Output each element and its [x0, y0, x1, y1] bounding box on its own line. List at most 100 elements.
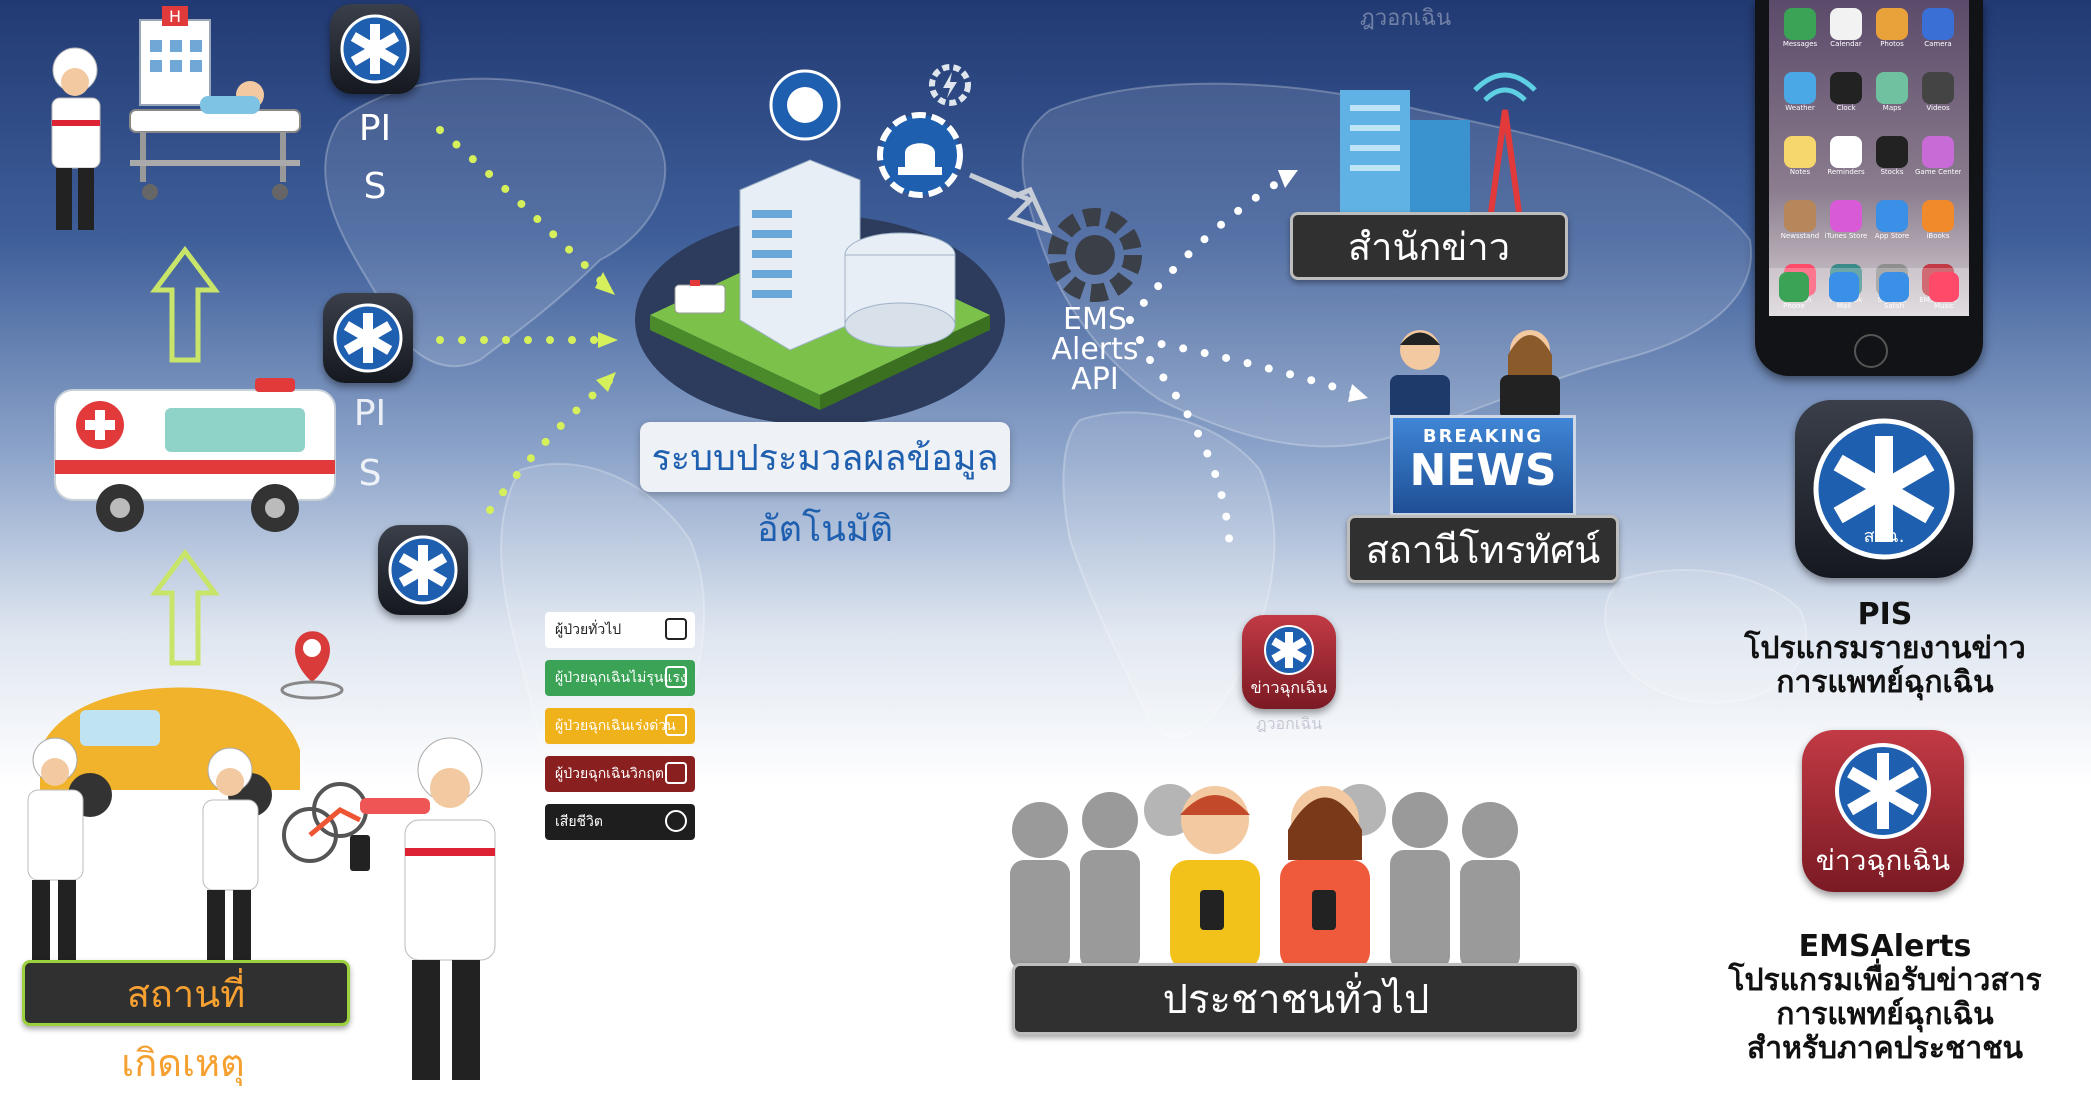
first-aid-icon [665, 666, 687, 688]
alert-icon-reflection: ฎวอกเฉิน [1255, 714, 1323, 733]
triage-label: ผู้ป่วยฉุกเฉินเร่งด่วน [555, 718, 676, 734]
app-icon [1830, 200, 1862, 232]
pis-app-line2: การแพทย์ฉุกเฉิน [1776, 665, 1994, 700]
dock-app-safari[interactable]: Safari [1869, 268, 1919, 310]
triage-label: ผู้ป่วยทั่วไป [555, 622, 622, 638]
up-arrow-icon [150, 245, 220, 363]
phone-app-clock[interactable]: Clock [1823, 70, 1869, 134]
app-label: Clock [1836, 104, 1856, 112]
app-label: Reminders [1827, 168, 1865, 176]
alerts-app-line3: สำหรับภาคประชาชน [1746, 1031, 2024, 1066]
pis-app-title: PIS [1857, 597, 1913, 632]
app-icon [1784, 200, 1816, 232]
dock-app-mail[interactable]: Mail [1819, 268, 1869, 310]
triage-item-minor: ผู้ป่วยฉุกเฉินไม่รุนแรง [545, 660, 695, 696]
star-of-life-icon [333, 303, 403, 373]
phone-app-photos[interactable]: Photos [1869, 6, 1915, 70]
siren-icon [665, 762, 687, 784]
triage-label: ผู้ป่วยฉุกเฉินไม่รุนแรง [555, 670, 687, 686]
phone-app-game-center[interactable]: Game Center [1915, 134, 1961, 198]
triage-label: ผู้ป่วยฉุกเฉินวิกฤต [555, 766, 664, 782]
breaking-news-line1: BREAKING [1422, 426, 1544, 447]
app-label: Game Center [1915, 168, 1961, 176]
phone-app-maps[interactable]: Maps [1869, 70, 1915, 134]
phone-app-stocks[interactable]: Stocks [1869, 134, 1915, 198]
triage-label: เสียชีวิต [555, 814, 603, 830]
phone-app-weather[interactable]: Weather [1777, 70, 1823, 134]
star-of-life-icon [1264, 624, 1314, 675]
phone-app-camera[interactable]: Camera [1915, 6, 1961, 70]
app-label: Photos [1880, 40, 1904, 48]
lightning-gear-icon [929, 64, 971, 106]
hospital-bed-illustration: H [51, 6, 301, 230]
triage-item-critical: ผู้ป่วยฉุกเฉินวิกฤต [545, 756, 695, 792]
siren-gear-icon [877, 112, 963, 198]
triage-item-deceased: เสียชีวิต [545, 804, 695, 840]
app-icon [1876, 200, 1908, 232]
accident-scene-illustration [27, 631, 496, 1080]
app-icon [1779, 272, 1809, 302]
svg-text:H: H [169, 7, 181, 26]
app-icon [1922, 136, 1954, 168]
triage-item-urgent: ผู้ป่วยฉุกเฉินเร่งด่วน [545, 708, 695, 744]
app-icon [1876, 72, 1908, 104]
breaking-news-line2: NEWS [1409, 445, 1557, 496]
phone-app-calendar[interactable]: Calendar [1823, 6, 1869, 70]
pis-app-icon [330, 4, 420, 94]
scene-label-text: สถานที่ [126, 971, 246, 1016]
ems-alerts-app-icon-large: ข่าวฉุกเฉิน [1802, 730, 1964, 892]
star-of-life-icon: สพฉ. [1813, 418, 1955, 560]
app-label: Calendar [1830, 40, 1862, 48]
phone-app-itunes-store[interactable]: iTunes Store [1823, 198, 1869, 262]
app-label: Stocks [1880, 168, 1904, 176]
up-arrow-icon [150, 548, 220, 666]
app-icon [1830, 136, 1862, 168]
app-label: iTunes Store [1824, 232, 1868, 240]
alerts-app-title: EMSAlerts [1798, 929, 1972, 964]
breaking-news-panel: BREAKING NEWS [1390, 415, 1576, 516]
dock-app-phone[interactable]: Phone [1769, 268, 1819, 310]
tv-station-label: สถานีโทรทัศน์ [1347, 515, 1619, 583]
phone-app-ibooks[interactable]: iBooks [1915, 198, 1961, 262]
app-label: Mail [1836, 302, 1852, 310]
app-label: iBooks [1926, 232, 1950, 240]
phone-app-messages[interactable]: Messages [1777, 6, 1823, 70]
api-label-line1: EMS [1063, 302, 1127, 337]
app-icon [1876, 8, 1908, 40]
pis-app-icon [378, 525, 468, 615]
api-label-line3: API [1071, 362, 1119, 397]
app-icon [1879, 272, 1909, 302]
star-of-life-icon [340, 14, 410, 84]
star-of-life-icon [1835, 743, 1931, 839]
dock-app-music[interactable]: Music [1919, 268, 1969, 310]
app-label: Videos [1926, 104, 1950, 112]
pis-app-line1: โปรแกรมรายงานข่าว [1744, 631, 2026, 666]
app-label: Weather [1785, 104, 1815, 112]
phone-app-notes[interactable]: Notes [1777, 134, 1823, 198]
home-button[interactable] [1854, 334, 1888, 368]
app-label: Newsstand [1780, 232, 1820, 240]
pis-app-description: PIS โปรแกรมรายงานข่าว การแพทย์ฉุกเฉิน [1700, 598, 2070, 700]
app-icon [1830, 72, 1862, 104]
clipboard-icon [665, 714, 687, 736]
alerts-app-line2: การแพทย์ฉุกเฉิน [1776, 997, 1994, 1032]
triage-item-general: ผู้ป่วยทั่วไป [545, 612, 695, 648]
pis-app-icon [323, 293, 413, 383]
app-label: Camera [1924, 40, 1952, 48]
app-icon [1784, 136, 1816, 168]
ambulance-illustration [54, 378, 336, 532]
scene-label-box: สถานที่ [22, 960, 350, 1026]
app-icon [1784, 8, 1816, 40]
phone-app-newsstand[interactable]: Newsstand [1777, 198, 1823, 262]
phone-app-reminders[interactable]: Reminders [1823, 134, 1869, 198]
api-gear-icon [1048, 208, 1142, 302]
pis-label-2a: PI [353, 393, 387, 434]
scene-label-subtext: เกิดเหตุ [121, 1041, 245, 1085]
phone-app-app-store[interactable]: App Store [1869, 198, 1915, 262]
cross-bandage-icon [665, 618, 687, 640]
pis-app-icon-large: สพฉ. [1795, 400, 1973, 578]
skull-icon [665, 810, 687, 832]
phone-app-videos[interactable]: Videos [1915, 70, 1961, 134]
app-icon [1922, 8, 1954, 40]
